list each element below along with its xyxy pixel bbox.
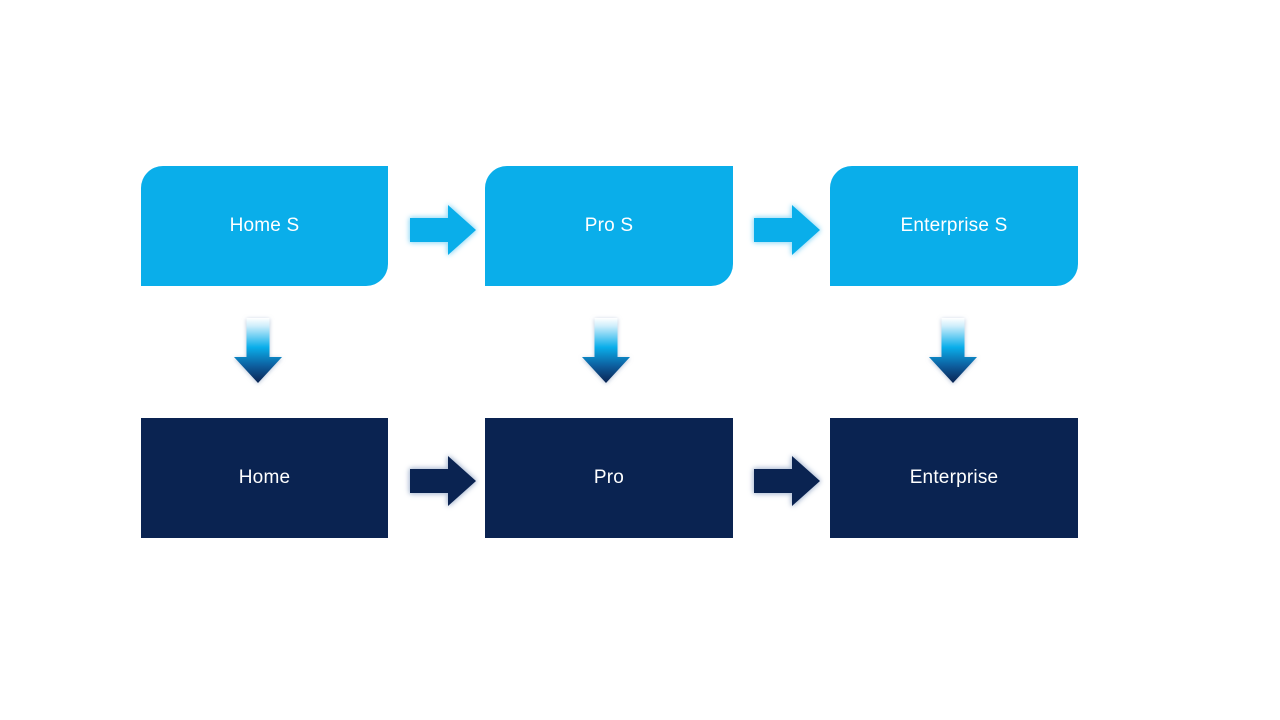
right-arrow-icon-home-s-to-pro-s: [410, 205, 476, 255]
box-pro-label: Pro: [593, 467, 625, 488]
box-enterprise-s-label: Enterprise S: [900, 215, 1008, 236]
right-arrow-icon-pro-s-to-enterprise-s: [754, 205, 820, 255]
down-arrow-icon-enterprise-s-to-enterprise: [929, 318, 977, 383]
down-arrow-icon-home-s-to-home: [234, 318, 282, 383]
down-arrow-icon-pro-s-to-pro: [582, 318, 630, 383]
right-arrow-icon-home-to-pro: [410, 456, 476, 506]
box-enterprise-s: Enterprise S: [830, 166, 1078, 286]
right-arrow-icon-pro-to-enterprise: [754, 456, 820, 506]
box-enterprise-label: Enterprise: [909, 467, 999, 488]
box-home-s-label: Home S: [229, 215, 300, 236]
box-enterprise: Enterprise: [830, 418, 1078, 538]
box-pro-s: Pro S: [485, 166, 733, 286]
box-home: Home: [141, 418, 388, 538]
box-home-s: Home S: [141, 166, 388, 286]
box-home-label: Home: [238, 467, 291, 488]
box-pro: Pro: [485, 418, 733, 538]
box-pro-s-label: Pro S: [584, 215, 634, 236]
